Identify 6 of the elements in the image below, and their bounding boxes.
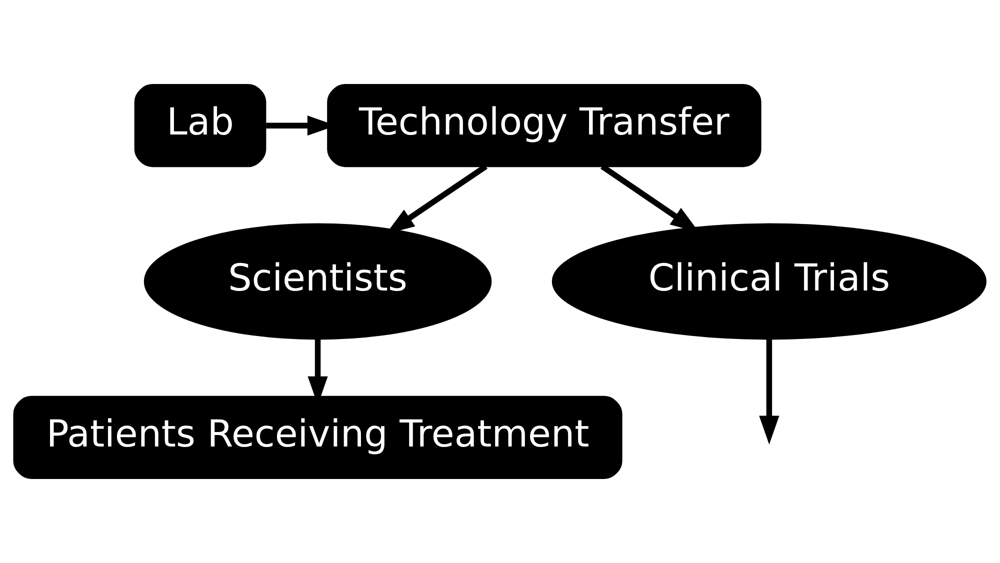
- node-ellipse: Clinical Trials: [552, 223, 986, 340]
- node-box: Patients Receiving Treatment: [13, 396, 622, 479]
- node-box: Lab: [134, 84, 266, 168]
- arrow: [759, 340, 780, 444]
- node-box: Technology Transfer: [327, 84, 762, 168]
- node-ellipse: Scientists: [144, 223, 492, 340]
